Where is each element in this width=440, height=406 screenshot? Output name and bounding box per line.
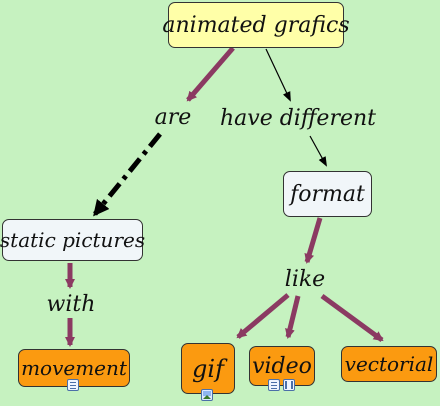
concept-label-gif: gif <box>192 354 224 383</box>
concept-format[interactable]: format <box>283 171 372 217</box>
concept-vectorial[interactable]: vectorial <box>341 346 437 382</box>
link-phrase-with: with <box>46 288 96 320</box>
connector-format-like <box>304 217 323 264</box>
concept-video[interactable]: video <box>249 346 315 386</box>
link-label-are: are <box>154 104 192 130</box>
link-phrase-have-different: have different <box>220 100 376 136</box>
connector-root-are <box>186 46 235 102</box>
concept-label-vectorial: vectorial <box>344 352 434 376</box>
connector-like-gif <box>236 293 290 339</box>
image-icon[interactable] <box>201 389 213 401</box>
film-icon[interactable] <box>283 379 295 391</box>
concept-label-static-pictures: static pictures <box>0 228 146 252</box>
connector-like-vectorial <box>320 293 384 343</box>
link-label-like: like <box>284 266 326 292</box>
link-phrase-like: like <box>282 263 328 295</box>
connector-are-static-pictures <box>93 132 162 217</box>
link-label-have-different: have different <box>220 105 376 131</box>
document-icon[interactable] <box>268 379 280 391</box>
document-icon[interactable] <box>67 379 79 391</box>
connector-have-different-format <box>309 135 327 167</box>
concept-label-movement: movement <box>21 356 127 380</box>
concept-label-video: video <box>252 353 312 379</box>
concept-gif[interactable]: gif <box>181 343 235 394</box>
connector-root-have-different <box>265 48 291 102</box>
link-phrase-are: are <box>148 100 198 134</box>
concept-static-pictures[interactable]: static pictures <box>0 219 146 261</box>
root-concept-label: animated grafics <box>162 12 350 38</box>
connector-like-video <box>285 295 301 339</box>
link-label-with: with <box>46 291 96 317</box>
concept-label-format: format <box>290 181 365 207</box>
root-concept-animated-grafics[interactable]: animated grafics <box>162 2 350 48</box>
